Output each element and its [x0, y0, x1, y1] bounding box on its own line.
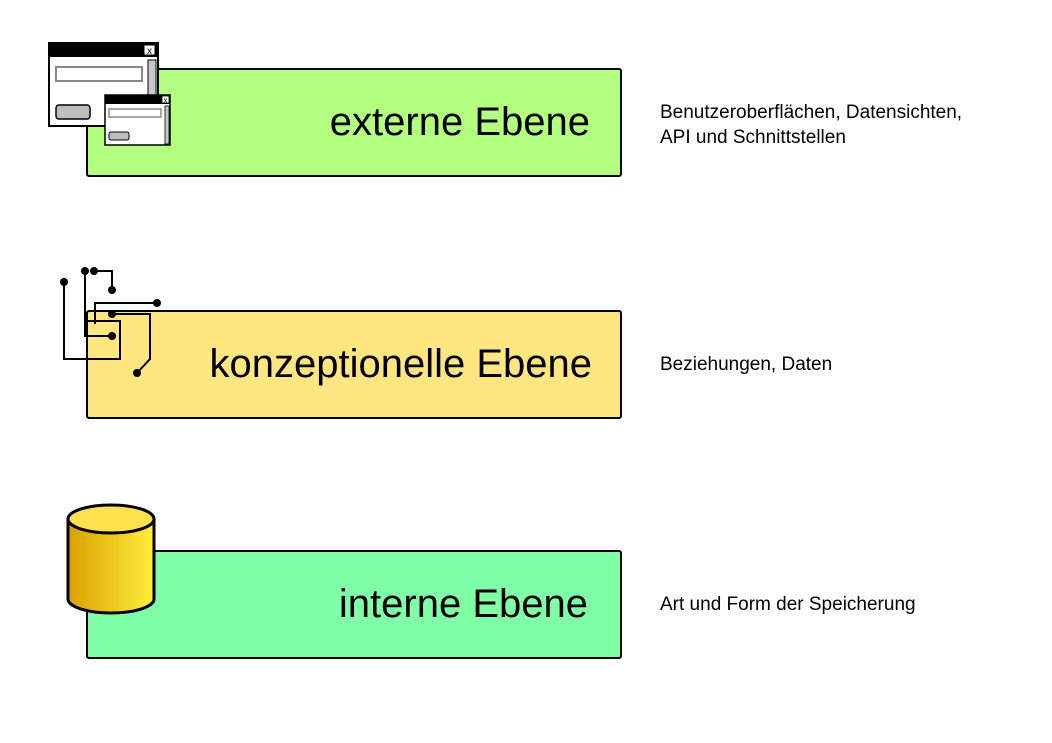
internal-level-description: Art und Form der Speicherung [660, 592, 916, 617]
database-cylinder-icon [66, 503, 156, 615]
internal-level-box: interne Ebene [86, 550, 622, 659]
external-level-description: Benutzeroberflächen, Datensichten, API u… [660, 100, 962, 150]
external-level-title: externe Ebene [329, 100, 590, 144]
external-description-line-1: Benutzeroberflächen, Datensichten, [660, 102, 963, 123]
small-window-close-glyph: x [164, 98, 168, 105]
conceptual-level-title: konzeptionelle Ebene [209, 342, 592, 386]
conceptual-level-description: Beziehungen, Daten [660, 352, 832, 377]
conceptual-level-box: konzeptionelle Ebene [86, 310, 622, 419]
application-windows-icon: x x [48, 42, 171, 146]
big-window-close-glyph: x [147, 46, 152, 57]
relationship-network-icon [60, 267, 161, 377]
external-level-box: externe Ebene [86, 68, 622, 177]
conceptual-description-line-1: Beziehungen, Daten [660, 354, 833, 375]
external-description-line-2: API und Schnittstellen [660, 127, 846, 148]
internal-description-line-1: Art und Form der Speicherung [660, 594, 916, 615]
internal-level-title: interne Ebene [338, 582, 588, 626]
